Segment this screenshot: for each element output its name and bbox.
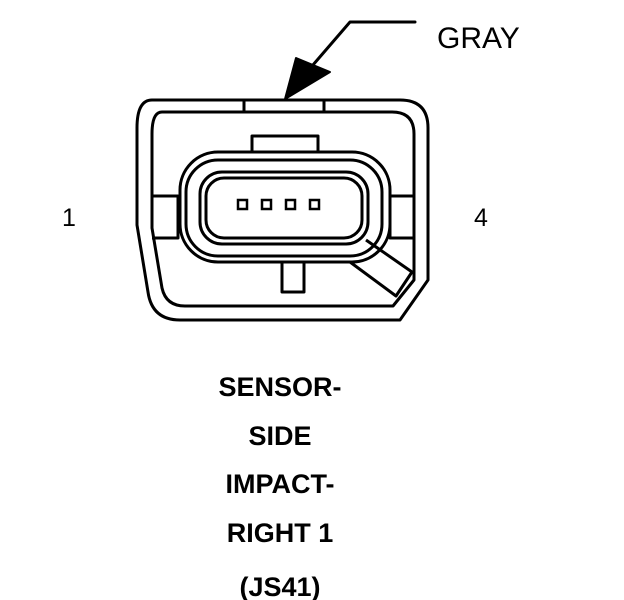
socket-middle-ring (184, 158, 384, 258)
polarizing-key (349, 238, 414, 298)
socket-face (204, 176, 364, 240)
terminal-pin (284, 198, 297, 211)
bottom-key (280, 260, 306, 294)
terminal-pin (236, 198, 249, 211)
right-latch (388, 194, 414, 240)
connector-code: (JS41) (239, 572, 321, 600)
caption-line-3: IMPACT- (225, 469, 335, 499)
socket-outer-ring (178, 150, 392, 264)
pin-4-label: 4 (474, 204, 488, 232)
wire-color-leader-line (298, 20, 417, 82)
connector-housing-inner (150, 110, 416, 308)
terminal-pin (308, 198, 321, 211)
caption-line-2: SIDE (248, 421, 312, 451)
pin-1-label: 1 (62, 204, 76, 232)
locking-tab-ridge (250, 134, 320, 154)
terminal-pin (260, 198, 273, 211)
socket-inner-ring (198, 170, 370, 246)
caption-line-1: SENSOR- (218, 372, 342, 402)
wire-color-label: GRAY (437, 22, 520, 55)
caption-line-4: RIGHT 1 (226, 518, 334, 548)
left-latch (152, 194, 180, 240)
locking-tab (242, 100, 326, 114)
terminal-pins (236, 198, 321, 211)
wire-color-arrow (284, 57, 331, 100)
connector-housing-outer (135, 98, 430, 322)
